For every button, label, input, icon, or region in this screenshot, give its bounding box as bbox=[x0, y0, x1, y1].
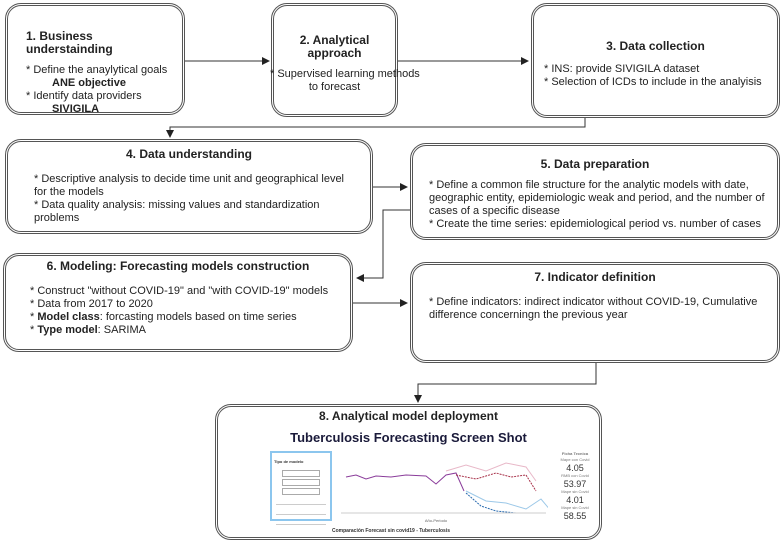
step-line: * INS: provide SIVIGILA dataset bbox=[544, 63, 700, 75]
step-7-box: 7. Indicator definition * Define indicat… bbox=[410, 262, 780, 363]
step-line: to forecast bbox=[308, 81, 361, 93]
step-line: * Define the anaylytical goals bbox=[26, 64, 168, 76]
step-title: 3. Data collection bbox=[606, 39, 705, 53]
step-title: 1. Business understainding bbox=[26, 29, 113, 56]
kpi-value: 53.97 bbox=[563, 479, 587, 489]
chart-caption: Comparación Forecast sin covid19 - Tuber… bbox=[332, 528, 450, 534]
arrow-3-4 bbox=[166, 118, 586, 138]
kpi-label: Mape sin Covid bbox=[561, 505, 589, 510]
step-line: * Descriptive analysis to decide time un… bbox=[34, 173, 345, 198]
filter-panel: Tipo de modelo bbox=[270, 451, 332, 525]
step-line: * Model class: forcasting models based o… bbox=[30, 311, 297, 323]
step-line: SIVIGILA bbox=[52, 103, 100, 115]
dashboard-screenshot: Tipo de modelo Año-Periodo Ficha Tecnica… bbox=[270, 443, 600, 534]
step-line: ANE objective bbox=[52, 77, 126, 89]
step-line: * Define a common file structure for the… bbox=[429, 179, 765, 217]
panel-title: Tipo de modelo bbox=[274, 459, 304, 464]
screenshot-title: Tuberculosis Forecasting Screen Shot bbox=[290, 430, 527, 445]
step-6-box: 6. Modeling: Forecasting models construc… bbox=[3, 253, 353, 352]
forecast-chart: Año-Periodo bbox=[341, 462, 548, 523]
step-title: 6. Modeling: Forecasting models construc… bbox=[46, 259, 310, 273]
step-4-box: 4. Data understanding * Descriptive anal… bbox=[5, 139, 373, 234]
step-line: * Data quality analysis: missing values … bbox=[34, 199, 320, 224]
kpi-label: RMB con Covid bbox=[561, 473, 589, 478]
step-line: * Identify data providers bbox=[26, 90, 142, 102]
kpi-value: 4.05 bbox=[566, 463, 584, 473]
step-line: * Create the time series: epidemiologica… bbox=[429, 218, 761, 230]
step-3-box: 3. Data collection * INS: provide SIVIGI… bbox=[531, 3, 780, 118]
step-title: 8. Analytical model deployment bbox=[319, 409, 498, 423]
kpi-value: 58.55 bbox=[563, 511, 587, 521]
step-1-box: 1. Business understainding * Define the … bbox=[5, 3, 185, 115]
step-title: 4. Data understanding bbox=[125, 147, 253, 161]
step-line: * Supervised learning methods bbox=[270, 68, 420, 80]
kpi-label: Mape con Covid bbox=[560, 457, 590, 462]
step-title: 5. Data preparation bbox=[540, 157, 650, 171]
arrow-7-8 bbox=[414, 363, 597, 403]
step-line: * Type model: SARIMA bbox=[30, 324, 146, 336]
kpi-header: Ficha Tecnica bbox=[561, 451, 589, 456]
step-line: * Define indicators: indirect indicator … bbox=[429, 296, 758, 321]
arrow-5-6 bbox=[356, 209, 410, 282]
step-line: * Data from 2017 to 2020 bbox=[30, 298, 153, 310]
step-title: 2. Analytical approach bbox=[299, 33, 370, 60]
kpi-label: Mape sin Covid bbox=[561, 489, 589, 494]
step-2-box: 2. Analytical approach * Supervised lear… bbox=[270, 3, 420, 117]
step-title: 7. Indicator definition bbox=[534, 270, 656, 284]
step-8-box: 8. Analytical model deployment Tuberculo… bbox=[215, 404, 602, 540]
kpi-value: 4.01 bbox=[566, 495, 584, 505]
step-line: * Selection of ICDs to include in the an… bbox=[544, 76, 762, 88]
step-5-box: 5. Data preparation * Define a common fi… bbox=[410, 143, 780, 240]
chart-x-label: Año-Periodo bbox=[425, 518, 448, 523]
step-line: * Construct "without COVID-19" and "with… bbox=[30, 285, 329, 297]
kpi-panel: Ficha Tecnica Mape con Covid 4.05 RMB co… bbox=[552, 451, 598, 521]
